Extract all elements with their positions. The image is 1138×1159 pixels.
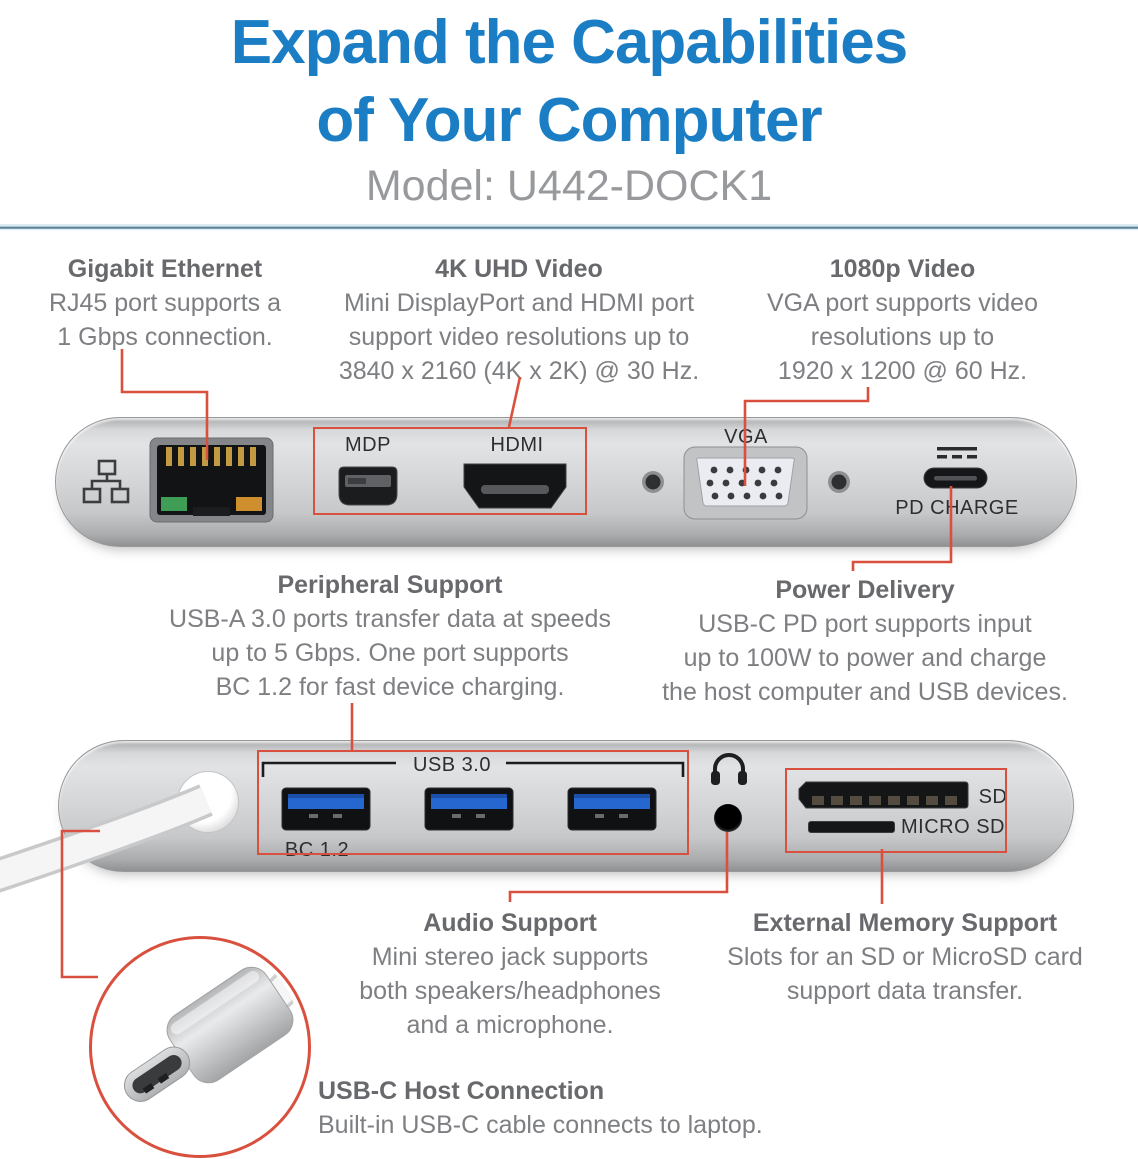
feature-heading: USB-C Host Connection: [318, 1077, 605, 1105]
feature-heading: 4K UHD Video: [435, 255, 603, 283]
model-number: Model: U442-DOCK1: [365, 162, 773, 210]
mdp-label: MDP: [345, 434, 391, 456]
header-divider: [0, 224, 1138, 231]
feature-line: Slots for an SD or MicroSD card: [727, 943, 1083, 971]
feature-line: support data transfer.: [786, 977, 1024, 1005]
feature-line: both speakers/headphones: [359, 977, 661, 1005]
feature-line: Mini DisplayPort and HDMI port: [343, 289, 695, 317]
feature-line: and a microphone.: [406, 1011, 614, 1039]
dock-top-view-image: MDP HDMI VGA: [55, 417, 1077, 547]
sd-card-slot: [798, 781, 969, 809]
feature-usbc-host: USB-C Host Connection Built-in USB-C cab…: [318, 1074, 918, 1142]
cable-strain-relief: [177, 771, 239, 833]
usbc-detail-circle: [89, 936, 311, 1158]
usb-a-port-3: [567, 787, 657, 831]
feature-line: USB-A 3.0 ports transfer data at speeds: [169, 605, 611, 633]
feature-gigabit-ethernet: Gigabit Ethernet RJ45 port supports a 1 …: [15, 252, 315, 354]
hdmi-port: [463, 463, 567, 509]
feature-peripheral-support: Peripheral Support USB-A 3.0 ports trans…: [145, 568, 635, 704]
pd-charge-label: PD CHARGE: [895, 497, 1019, 519]
ethernet-network-icon: [82, 459, 130, 504]
feature-heading: 1080p Video: [829, 255, 976, 283]
rj45-port: [149, 437, 274, 523]
feature-line: 1920 x 1200 @ 60 Hz.: [777, 357, 1028, 385]
mini-displayport-port: [338, 466, 398, 506]
bc12-label: BC 1.2: [284, 839, 350, 861]
page-title-line2: of Your Computer: [316, 86, 822, 155]
feature-1080p-video: 1080p Video VGA port supports video reso…: [735, 252, 1070, 388]
feature-4k-uhd-video: 4K UHD Video Mini DisplayPort and HDMI p…: [328, 252, 710, 388]
callout-box-memory: [785, 768, 1007, 853]
feature-heading: Power Delivery: [775, 576, 955, 604]
feature-line: up to 100W to power and charge: [683, 644, 1047, 672]
feature-line: USB-C PD port supports input: [698, 610, 1032, 638]
audio-jack-port: [714, 804, 742, 832]
feature-line: RJ45 port supports a: [48, 289, 282, 317]
vga-port: [683, 446, 808, 520]
feature-power-delivery: Power Delivery USB-C PD port supports in…: [630, 573, 1100, 709]
feature-heading: External Memory Support: [752, 909, 1058, 937]
hdmi-label: HDMI: [490, 434, 544, 456]
page-title-line1: Expand the Capabilities: [230, 8, 908, 77]
usb-a-port-1: [281, 787, 371, 831]
feature-external-memory: External Memory Support Slots for an SD …: [700, 906, 1110, 1008]
feature-heading: Peripheral Support: [277, 571, 503, 599]
feature-line: VGA port supports video: [767, 289, 1038, 317]
callout-box-usb3: [257, 750, 689, 855]
feature-line: Built-in USB-C cable connects to laptop.: [318, 1111, 763, 1139]
feature-line: resolutions up to: [810, 323, 995, 351]
feature-line: up to 5 Gbps. One port supports: [211, 639, 569, 667]
sd-label: SD: [978, 786, 1008, 808]
feature-line: Mini stereo jack supports: [371, 943, 649, 971]
feature-heading: Gigabit Ethernet: [67, 255, 263, 283]
usbc-pd-port: [923, 467, 988, 489]
feature-audio-support: Audio Support Mini stereo jack supports …: [335, 906, 685, 1042]
vga-screw-hole-left: [642, 471, 664, 493]
feature-line: the host computer and USB devices.: [662, 678, 1068, 706]
microsd-label: MICRO SD: [901, 816, 1005, 838]
microsd-card-slot: [808, 821, 895, 833]
headphones-icon: [711, 753, 747, 785]
feature-line: 1 Gbps connection.: [57, 323, 273, 351]
feature-heading: Audio Support: [423, 909, 597, 937]
feature-line: support video resolutions up to: [348, 323, 690, 351]
callout-box-mdp-hdmi: [313, 427, 587, 515]
dc-power-icon: [937, 447, 977, 459]
usb-a-port-2: [424, 787, 514, 831]
feature-line: BC 1.2 for fast device charging.: [215, 673, 565, 701]
feature-line: 3840 x 2160 (4K x 2K) @ 30 Hz.: [338, 357, 700, 385]
vga-screw-hole-right: [828, 471, 850, 493]
